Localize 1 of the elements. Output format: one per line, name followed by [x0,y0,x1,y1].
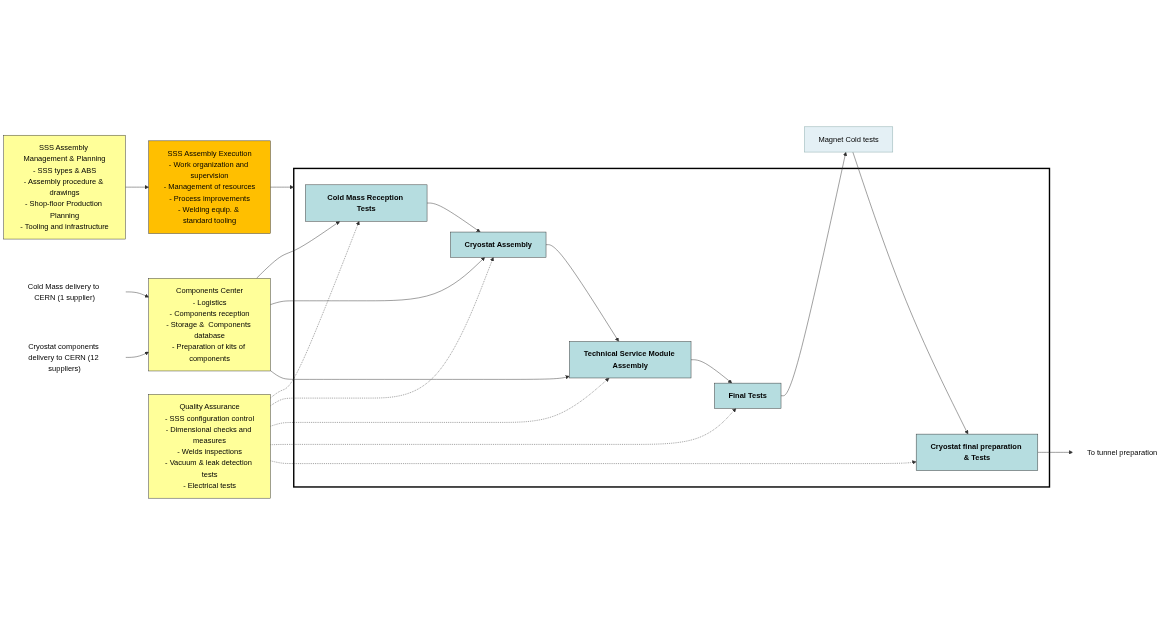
cluster [293,167,1051,488]
